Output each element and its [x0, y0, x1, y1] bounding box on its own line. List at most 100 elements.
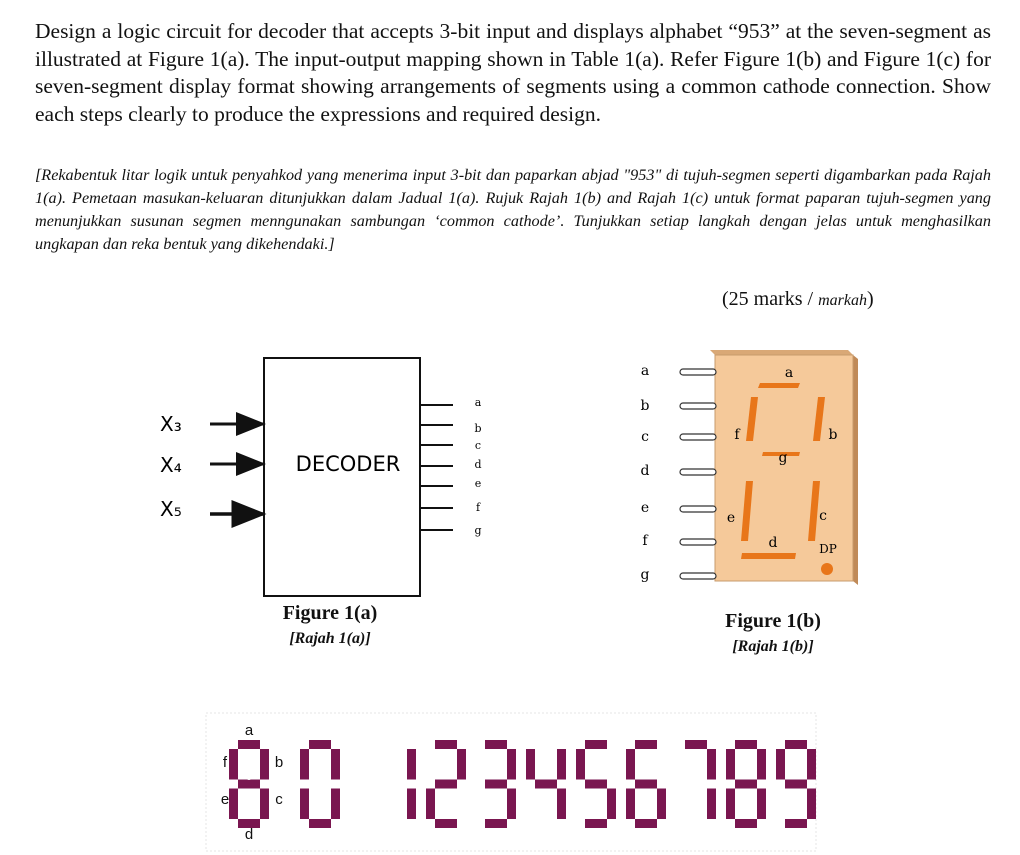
digit-7: [685, 740, 716, 819]
digit-9-segment-d: [785, 819, 807, 828]
decoder-label: DECODER: [296, 452, 401, 476]
digit-5: [576, 740, 616, 828]
segment-label-a: a: [785, 365, 793, 381]
figure-1b-seven-segment-display: a b c d e f g a b c d e f g DP: [641, 350, 858, 585]
input-label-x3: X₃: [160, 412, 182, 436]
digit-strip: [229, 740, 816, 828]
digit-5-segment-g: [585, 779, 607, 789]
dp-dot: [821, 563, 833, 575]
segment-f: [746, 397, 758, 441]
digit-8-segment-a: [735, 740, 757, 749]
pin-label-a: a: [641, 363, 649, 379]
digit-5-segment-c: [607, 788, 616, 819]
segment-label-d: d: [769, 535, 778, 551]
question-malay: [Rekabentuk litar logik untuk penyahkod …: [35, 166, 991, 253]
digit-0: [300, 740, 340, 828]
reference-digit-8-segment-b: [260, 749, 269, 780]
digit-9-segment-f: [776, 749, 785, 780]
reference-digit-8-segment-d: [238, 819, 260, 828]
pin-label-g: g: [641, 567, 650, 583]
digit-6-segment-c: [657, 788, 666, 819]
display-segments: [741, 383, 833, 575]
segment-a: [758, 383, 800, 388]
digit-7-segment-b: [707, 749, 716, 780]
digit-4: [526, 749, 566, 819]
digit-8: [726, 740, 766, 828]
segment-d: [741, 553, 796, 559]
digit-3: [485, 740, 516, 828]
ref-label-a: a: [245, 722, 254, 739]
digit-6-segment-e: [626, 788, 635, 819]
output-label-g: g: [474, 524, 481, 537]
output-label-d: d: [474, 458, 481, 471]
output-label-f: f: [476, 501, 481, 514]
digit-6-segment-a: [635, 740, 657, 749]
digit-2-segment-d: [435, 819, 457, 828]
pin-label-b: b: [641, 398, 650, 414]
digit-7-segment-a: [685, 740, 707, 749]
digit-3-segment-a: [485, 740, 507, 749]
segment-g: [762, 452, 800, 456]
digit-0-segment-f: [300, 749, 309, 780]
figure-1a-caption: Figure 1(a): [282, 602, 378, 624]
input-label-x4: X₄: [160, 453, 182, 477]
figure-1c-digit-segments: a b c d e f g: [205, 712, 817, 852]
digit-9: [776, 740, 816, 828]
reference-digit-8-segment-g: [238, 779, 260, 789]
segment-label-g: g: [779, 450, 788, 466]
digit-1-segment-b: [407, 749, 416, 780]
digit-8-segment-d: [735, 819, 757, 828]
digit-7-segment-c: [707, 788, 716, 819]
digit-6: [626, 740, 666, 828]
digit-2-segment-g: [435, 779, 457, 789]
pin-label-f: f: [642, 533, 649, 549]
segment-label-b: b: [829, 427, 838, 443]
digit-8-segment-g: [735, 779, 757, 789]
digit-2: [426, 740, 466, 828]
digit-9-segment-g: [785, 779, 807, 789]
marks-label: (25 marks / markah): [722, 288, 874, 310]
digit-5-segment-f: [576, 749, 585, 780]
output-label-b: b: [474, 422, 481, 435]
figure-1a-caption-malay: [Rajah 1(a)]: [289, 630, 371, 647]
ref-label-d: d: [245, 826, 253, 843]
digit-4-segment-c: [557, 788, 566, 819]
segment-b: [813, 397, 825, 441]
ref-label-b: b: [275, 754, 283, 771]
digit-6-segment-f: [626, 749, 635, 780]
reference-digit-8: [229, 740, 269, 828]
question-english: Design a logic circuit for decoder that …: [35, 19, 991, 126]
digit-8-segment-f: [726, 749, 735, 780]
decoder-block: [263, 357, 421, 597]
pin-label-e: e: [641, 500, 649, 516]
digit-5-segment-a: [585, 740, 607, 749]
digit-8-segment-b: [757, 749, 766, 780]
digit-3-segment-c: [507, 788, 516, 819]
digit-0-segment-b: [331, 749, 340, 780]
reference-digit-8-segment-e: [229, 788, 238, 819]
digit-0-segment-e: [300, 788, 309, 819]
digit-4-segment-g: [535, 779, 557, 789]
digit-6-segment-g: [635, 779, 657, 789]
dp-label: DP: [819, 542, 837, 556]
digit-4-segment-f: [526, 749, 535, 780]
digit-0-segment-c: [331, 788, 340, 819]
ref-label-e: e: [221, 791, 229, 808]
reference-digit-8-segment-c: [260, 788, 269, 819]
digit-9-segment-c: [807, 788, 816, 819]
segment-c: [808, 481, 820, 541]
figure-1b-caption-malay: [Rajah 1(b)]: [732, 638, 814, 655]
digit-0-segment-d: [309, 819, 331, 828]
reference-digit-8-segment-a: [238, 740, 260, 749]
figure-1a-decoder-diagram: DECODER X₃ X₄ X₅ a b c d e f g: [160, 357, 482, 597]
digit-2-segment-e: [426, 788, 435, 819]
output-label-e: e: [475, 477, 482, 490]
reference-digit-8-segment-f: [229, 749, 238, 780]
digit-3-segment-b: [507, 749, 516, 780]
ref-label-c: c: [275, 791, 283, 808]
pin-label-d: d: [641, 463, 650, 479]
display-pins: [679, 368, 717, 580]
output-label-c: c: [475, 439, 481, 452]
digit-3-segment-g: [485, 779, 507, 789]
digit-9-segment-b: [807, 749, 816, 780]
